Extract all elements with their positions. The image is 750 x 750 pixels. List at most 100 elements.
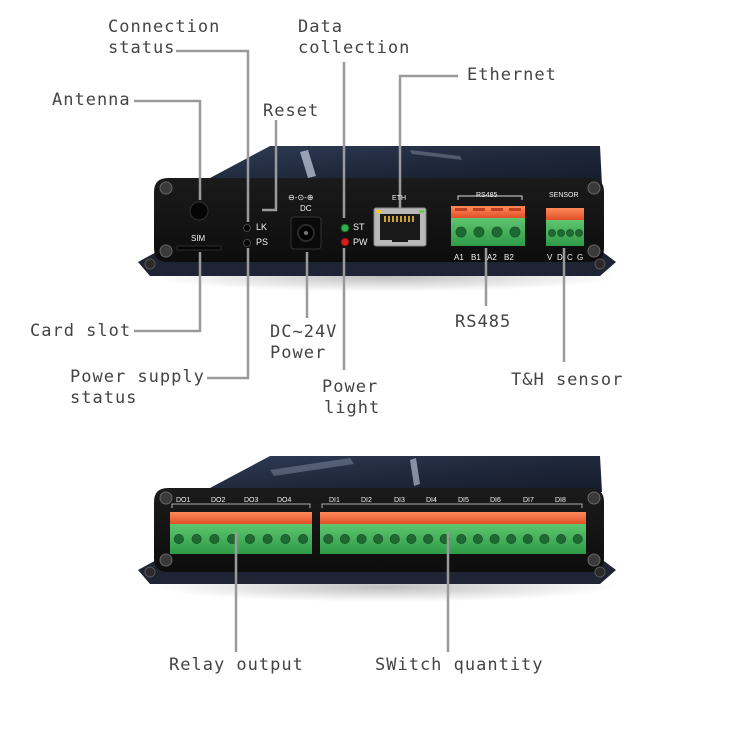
terminal-screw-icon <box>506 534 517 545</box>
pw-label: PW <box>353 237 368 247</box>
rs485-pin-label: A2 <box>487 253 497 262</box>
terminal-screw-icon <box>323 534 334 545</box>
callout-dc-power-line2: Power <box>270 343 327 363</box>
antenna-port-icon <box>189 201 209 221</box>
callout-switch-quantity: SWitch quantity <box>375 655 544 675</box>
do-label: DO2 <box>211 497 226 504</box>
terminal-screw-icon <box>262 534 273 545</box>
terminal-screw-icon <box>539 534 550 545</box>
do-label: DO4 <box>277 497 292 504</box>
screw-icon <box>594 566 606 578</box>
terminal-screw-icon <box>522 534 533 545</box>
switch-terminal-top <box>320 512 586 524</box>
terminal-screw-icon <box>339 534 350 545</box>
di-label: DI4 <box>426 497 437 504</box>
lk-led-icon <box>243 224 251 232</box>
do-label: DO3 <box>244 497 259 504</box>
sensor-pin-label: V <box>547 253 553 262</box>
terminal-screw-icon <box>191 534 202 545</box>
screw-icon <box>144 566 156 578</box>
callout-reset: Reset <box>263 101 320 121</box>
di-label: DI1 <box>329 497 340 504</box>
device-lid <box>210 456 602 492</box>
callout-power-light-line2: light <box>324 398 381 418</box>
callout-power-light-line1: Power <box>322 377 379 397</box>
di-label: DI7 <box>523 497 534 504</box>
terminal-screw-icon <box>489 534 500 545</box>
callout-rs485: RS485 <box>455 312 512 332</box>
screw-icon <box>159 181 173 195</box>
terminal-screw-icon <box>373 534 384 545</box>
rs485-pin-label: B2 <box>504 253 514 262</box>
dc-symbol: ⊖-⊙-⊕ <box>288 193 314 202</box>
di-label: DI5 <box>458 497 469 504</box>
callout-power-supply-line2: status <box>70 388 138 408</box>
terminal-screw-icon <box>406 534 417 545</box>
callout-antenna: Antenna <box>52 90 131 110</box>
screw-icon <box>159 553 173 567</box>
sensor-header-label: SENSOR <box>549 192 579 199</box>
sensor-terminal-top <box>546 208 584 220</box>
device-back-view <box>138 456 616 584</box>
eth-label: ETH <box>392 195 406 202</box>
terminal-screw-icon <box>456 534 467 545</box>
rs485-header-label: RS485 <box>476 192 498 199</box>
callout-dc-power-line1: DC~24V <box>270 322 338 342</box>
ps-led-icon <box>243 239 251 247</box>
sensor-pin-label: G <box>577 253 584 262</box>
callout-power-supply-line1: Power supply <box>70 367 205 387</box>
di-label: DI3 <box>394 497 405 504</box>
screw-icon <box>587 491 601 505</box>
relay-terminal <box>170 524 312 554</box>
callout-data-collection-line1: Data <box>298 17 343 37</box>
di-label: DI6 <box>490 497 501 504</box>
st-label: ST <box>353 222 365 232</box>
terminal-screw-icon <box>472 534 483 545</box>
terminal-screw-icon <box>298 534 309 545</box>
sim-slot <box>176 245 222 251</box>
callout-relay-output: Relay output <box>169 655 304 675</box>
pw-led-icon <box>340 237 350 247</box>
terminal-screw-icon <box>423 534 434 545</box>
di-label: DI2 <box>361 497 372 504</box>
terminal-screw-icon <box>280 534 291 545</box>
callout-card-slot: Card slot <box>30 321 132 341</box>
sensor-pin-label: C <box>567 253 573 262</box>
rs485-pin-label: B1 <box>471 253 481 262</box>
terminal-screw-icon <box>572 534 583 545</box>
terminal-screw-icon <box>173 534 184 545</box>
terminal-screw-icon <box>356 534 367 545</box>
rs485-pin-label: A1 <box>454 253 464 262</box>
callout-power-supply-status: Power supply status <box>70 367 205 409</box>
device-front-view <box>138 146 616 276</box>
do-label: DO1 <box>176 497 191 504</box>
st-led-icon <box>340 223 350 233</box>
callout-connection-status-line2: status <box>108 38 176 58</box>
di-label: DI8 <box>555 497 566 504</box>
rs485-terminal-top <box>451 206 525 218</box>
callout-lines <box>134 49 566 652</box>
terminal-screw-icon <box>389 534 400 545</box>
screw-icon <box>144 258 156 270</box>
ps-label: PS <box>256 237 269 247</box>
screw-icon <box>587 244 601 258</box>
callout-power-light: Power light <box>322 377 380 419</box>
callout-th-sensor: T&H sensor <box>511 370 624 390</box>
callout-dc-power: DC~24V Power <box>270 322 337 364</box>
sensor-pin-label: D <box>557 253 563 262</box>
screw-icon <box>159 491 173 505</box>
callout-connection-status-line1: Connection <box>108 17 221 37</box>
sim-label: SIM <box>191 234 206 243</box>
screw-icon <box>594 258 606 270</box>
dc-label: DC <box>300 204 312 213</box>
screw-icon <box>587 181 601 195</box>
screw-icon <box>587 553 601 567</box>
terminal-screw-icon <box>209 534 220 545</box>
callout-data-collection-line2: collection <box>298 38 411 58</box>
terminal-screw-icon <box>556 534 567 545</box>
relay-terminal-top <box>170 512 312 524</box>
callout-ethernet: Ethernet <box>467 65 557 85</box>
callout-connection-status: Connection status <box>108 17 220 59</box>
callout-data-collection: Data collection <box>298 17 410 59</box>
